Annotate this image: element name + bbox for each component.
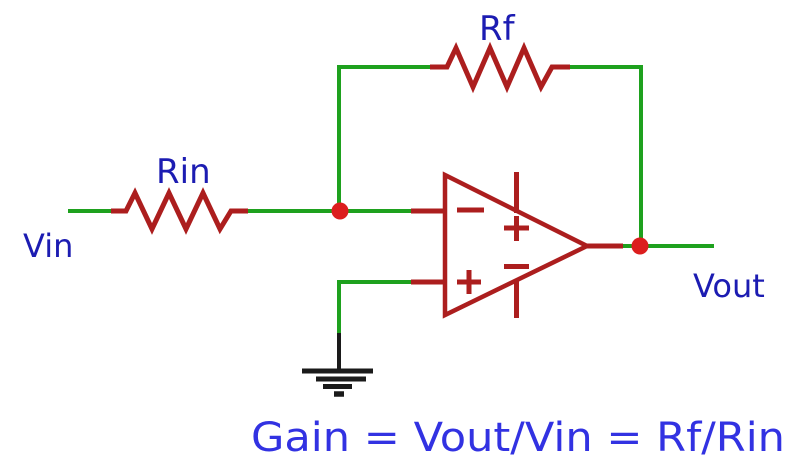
input-junction-dot — [331, 202, 349, 220]
feedback-wire-right — [568, 65, 643, 248]
gain-formula: Gain = Vout/Vin = Rf/Rin — [251, 415, 785, 461]
rf-resistor-zigzag — [430, 41, 570, 94]
feedback-wire-left — [337, 65, 432, 213]
rf-label: Rf — [479, 9, 516, 49]
rin-label: Rin — [156, 152, 211, 192]
positive-supply-plus-mark — [504, 216, 529, 241]
vout-label: Vout — [693, 267, 765, 305]
vin-label: Vin — [23, 227, 73, 265]
noninverting-plus-mark — [457, 270, 481, 294]
noninverting-input-wire — [337, 280, 414, 336]
ground-symbol — [302, 333, 373, 397]
rin-resistor-zigzag — [111, 187, 248, 235]
output-junction-dot — [631, 237, 649, 255]
